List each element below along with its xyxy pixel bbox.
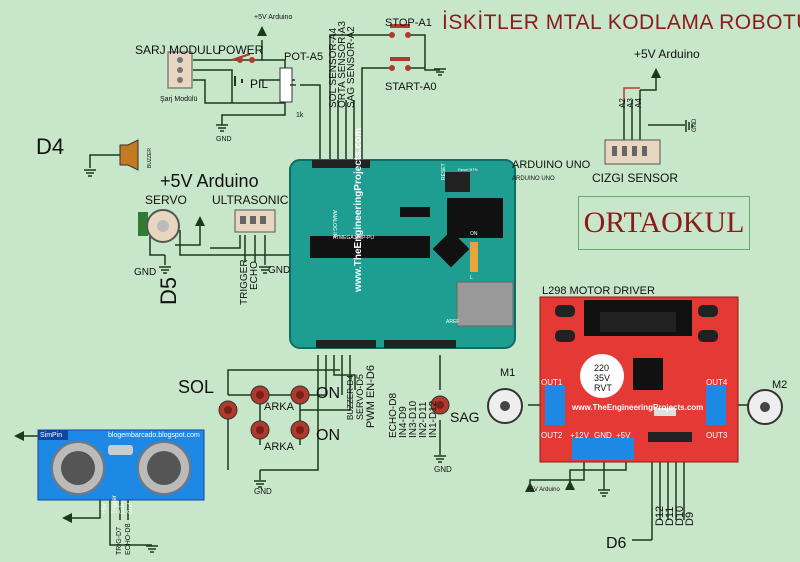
aref-label: AREF <box>446 319 460 325</box>
sonar-pin-gnd-label: Gnd <box>128 502 134 514</box>
button-on-bottom <box>290 420 310 440</box>
sonar-module <box>37 429 205 501</box>
page-title: İSKİTLER MTAL KODLAMA ROBOTU <box>442 11 800 34</box>
d6-label: D6 <box>606 535 627 552</box>
sonar-pin-5v-label: +5V <box>102 503 108 514</box>
power-switch <box>231 53 255 63</box>
potentiometer <box>279 67 296 103</box>
arduino-uno-small-label: ARDUINO UNO <box>512 176 555 182</box>
on-top-label: ON <box>316 385 340 402</box>
arduino-uno-label: ARDUINO UNO <box>512 159 591 171</box>
m1-label: M1 <box>500 367 516 379</box>
plus12v-label: +12V <box>570 431 589 440</box>
atmega-label: ATMEGA328P-PU <box>333 235 375 241</box>
gnd-label: GND <box>216 136 232 143</box>
gnd-ultrasonic-label: GND <box>268 265 291 276</box>
servo-label: SERVO <box>145 193 187 207</box>
reg-rvt-label: RVT <box>594 383 612 393</box>
ultrasonic-label: ULTRASONIC <box>212 193 289 207</box>
driver-gnd-label: GND <box>594 431 612 440</box>
pin-in1-d12-label: IN1-D12 <box>428 400 439 438</box>
charge-module-label: SARJ MODULU <box>135 43 222 57</box>
reg-220-label: 220 <box>594 363 610 373</box>
l-led-label: L <box>470 275 473 281</box>
echo-label: ECHO <box>249 261 260 290</box>
button-sag <box>430 395 450 415</box>
vcc-arduino-label: +5V Arduino <box>160 171 259 191</box>
m2-label: M2 <box>772 379 788 391</box>
line-sensor-label: CIZGI SENSOR <box>592 171 679 185</box>
plus5v-label: +5V <box>616 431 631 440</box>
buzzer <box>119 139 139 171</box>
d4-label: D4 <box>36 134 65 159</box>
motor-m2 <box>747 389 783 425</box>
pin-pwm-en-d6-label: PWM EN-D6 <box>365 365 377 428</box>
button-arka-top <box>250 385 270 405</box>
start-label: START-A0 <box>385 81 437 93</box>
arka-bottom-label: ARKA <box>264 441 294 453</box>
trig-d7-label: TRIG-D7 <box>116 527 123 555</box>
line-gnd-label: GND <box>692 118 698 132</box>
reset-label: RESET <box>441 163 447 180</box>
power-label: POWER <box>218 43 264 57</box>
echo-d8-label: ECHO-D8 <box>125 523 132 555</box>
blog-label: blogembarcado.blogspot.com <box>108 432 200 439</box>
arka-top-label: ARKA <box>264 401 294 413</box>
pin-buzzer-d4-label: BUZZER-D4 <box>346 375 355 420</box>
vcc-line-sensor-label: +5V Arduino <box>634 47 700 61</box>
start-button <box>389 57 411 71</box>
simpin-label: SimPin <box>40 432 63 439</box>
motor-m1 <box>487 388 523 424</box>
d5-label: D5 <box>156 276 181 305</box>
charge-module <box>167 51 193 89</box>
charge-module-small-label: Şarj Modülü <box>160 96 198 103</box>
reg-35v-label: 35V <box>594 373 611 383</box>
sonar-pin-trigger-label: Trigger <box>112 495 118 514</box>
ultrasonic-header <box>234 209 276 233</box>
pin-servo-d5-label: SERVO-D5 <box>355 374 365 420</box>
button-on-top <box>290 385 310 405</box>
reset-btn-label: Reset BTN <box>458 167 478 172</box>
arduino-website-label: www.TheEngineeringProjects.com <box>353 127 364 292</box>
out4-label: OUT4 <box>706 378 728 387</box>
on-bottom-label: ON <box>316 427 340 444</box>
out2-label: OUT2 <box>541 431 563 440</box>
vcc-top-label: +5V Arduino <box>254 14 293 21</box>
battery-label: PIL <box>250 77 269 91</box>
gnd-buttons-label: GND <box>254 487 272 496</box>
on-led-label: ON <box>470 231 478 237</box>
line-a4-label: A4 <box>634 98 643 108</box>
analog-in-label: ANALOG IN <box>331 210 337 238</box>
buzzer-label: BUZZER <box>147 148 153 168</box>
button-arka-bottom <box>250 420 270 440</box>
sol-label: SOL <box>178 377 215 397</box>
vcc-driver-label: +5V Arduino <box>527 487 560 493</box>
stop-label: STOP-A1 <box>385 17 432 29</box>
sensor-a2-label: SAG SENSOR-A2 <box>346 26 357 108</box>
pot-value-label: 1k <box>296 112 304 119</box>
out3-label: OUT3 <box>706 431 728 440</box>
gnd-sag-label: GND <box>434 465 452 474</box>
out1-label: OUT1 <box>541 378 563 387</box>
stop-button <box>389 24 411 38</box>
driver-website-label: www.TheEngineeringProjects.com <box>572 403 704 412</box>
sag-label: SAG <box>450 409 480 425</box>
l298-label: L298 MOTOR DRIVER <box>542 285 655 297</box>
d9-label: D9 <box>684 511 696 526</box>
line-sensor <box>604 139 661 165</box>
arduino-uno-board <box>289 159 516 349</box>
button-sol <box>218 400 238 420</box>
pot-label: POT-A5 <box>284 51 324 63</box>
l298-driver-board <box>539 296 739 463</box>
servo-motor <box>138 209 180 243</box>
battery-symbol <box>234 76 243 86</box>
gnd-servo-label: GND <box>134 267 157 278</box>
sonar-pin-echo-label: Echo <box>120 500 126 514</box>
school-box: ORTAOKUL <box>578 196 750 250</box>
